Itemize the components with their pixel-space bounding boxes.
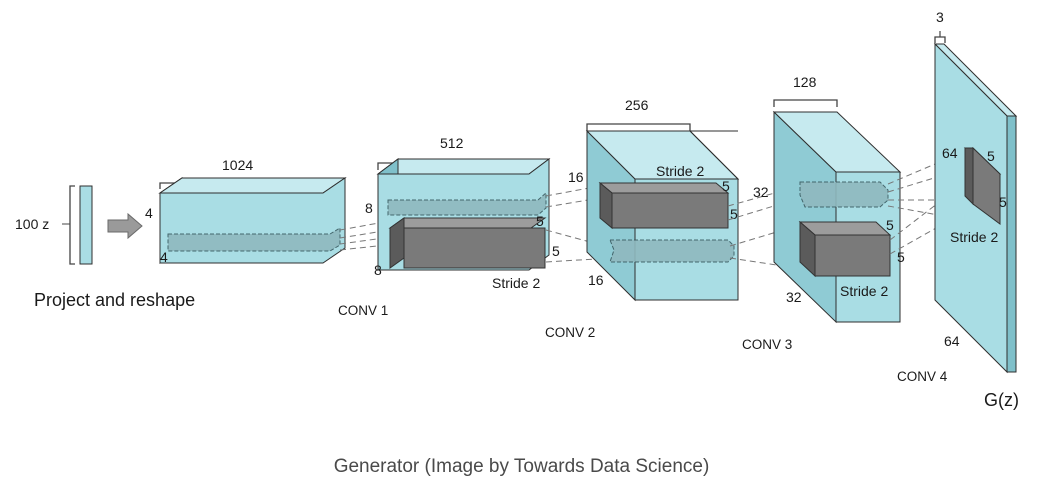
- conv2-h-label: 16: [568, 169, 584, 185]
- conv4-depth-brace: [934, 36, 946, 43]
- conv4-name: CONV 4: [897, 369, 948, 384]
- conv3-kernel-b: 5: [897, 249, 905, 265]
- conv4-block: 3 64 64 5 5 Stride 2 CONV 4 G(z): [897, 9, 1019, 410]
- project-reshape-label: Project and reshape: [34, 290, 195, 310]
- input-vector: 100 z Project and reshape: [15, 185, 195, 310]
- conv3-depth-label: 128: [793, 74, 817, 90]
- conv2-name: CONV 2: [545, 325, 595, 340]
- conv3-w-label: 32: [786, 289, 802, 305]
- generator-diagram: 100 z Project and reshape 1024 4 4 512: [15, 9, 1019, 410]
- conv1-kernel-b: 5: [552, 243, 560, 259]
- conv1-h-label: 8: [365, 200, 373, 216]
- conv1-kernel-a: 5: [536, 213, 544, 229]
- z-vector: [79, 185, 93, 265]
- arrow-icon: [107, 212, 143, 240]
- conv3-block: 128 32 32 5 5 Stride 2 CONV 3: [742, 74, 905, 352]
- conv2-kernel-a: 5: [722, 178, 730, 194]
- conv1-depth-label: 512: [440, 135, 464, 151]
- conv1-block: 512 8 8 5 5 Stride 2 CONV 1: [338, 135, 560, 318]
- conv3-name: CONV 3: [742, 337, 792, 352]
- figure-caption: Generator (Image by Towards Data Science…: [333, 456, 710, 477]
- project-w-label: 4: [160, 249, 168, 265]
- output-label: G(z): [984, 390, 1019, 410]
- conv3-depth-brace: [773, 99, 838, 107]
- conv3-h-label: 32: [753, 184, 769, 200]
- conv4-depth-label: 3: [936, 9, 944, 25]
- conv2-block: 256 16 16 5 5 Stride 2 CONV 2: [545, 97, 740, 340]
- input-bracket: [69, 185, 75, 265]
- conv2-depth-brace: [586, 123, 691, 131]
- conv4-h-label: 64: [942, 145, 958, 161]
- conv4-w-label: 64: [944, 333, 960, 349]
- input-label: 100 z: [15, 216, 49, 232]
- conv1-stride: Stride 2: [492, 275, 540, 291]
- conv3-kernel-a: 5: [886, 217, 894, 233]
- conv4-kernel-a: 5: [987, 148, 995, 164]
- conv3-stride: Stride 2: [840, 283, 888, 299]
- project-block: 1024 4 4: [145, 157, 347, 265]
- project-h-label: 4: [145, 205, 153, 221]
- conv2-depth-label: 256: [625, 97, 649, 113]
- project-depth-label: 1024: [222, 157, 253, 173]
- conv4-stride: Stride 2: [950, 229, 998, 245]
- conv1-w-label: 8: [374, 262, 382, 278]
- conv1-name: CONV 1: [338, 303, 388, 318]
- conv2-stride: Stride 2: [656, 163, 704, 179]
- conv2-w-label: 16: [588, 272, 604, 288]
- conv4-kernel-b: 5: [999, 194, 1007, 210]
- conv2-kernel-b: 5: [730, 206, 738, 222]
